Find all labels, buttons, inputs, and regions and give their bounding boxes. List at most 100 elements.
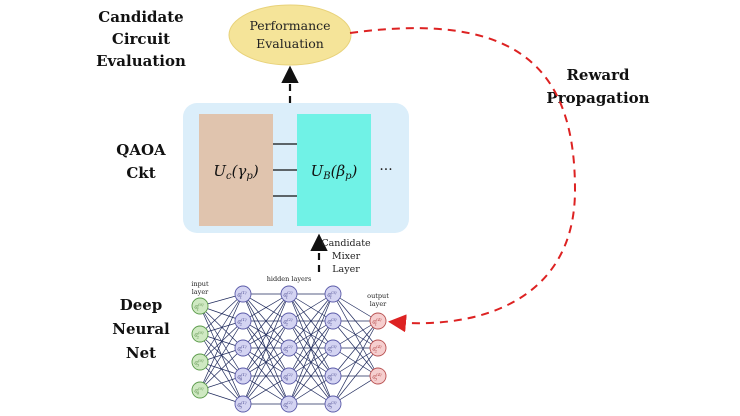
neuron-circle <box>280 339 298 357</box>
neuron-h2-5: a(2)5 <box>280 395 298 413</box>
neuron-circle <box>324 367 342 385</box>
performance-line: Evaluation <box>256 36 324 51</box>
neuron-label: a(1)4 <box>237 372 247 382</box>
neuron-h3-2: a(3)2 <box>324 312 342 330</box>
network-edge <box>242 320 290 405</box>
neuron-circle <box>324 395 342 413</box>
label-line: Net <box>126 344 156 362</box>
network-edge <box>288 293 334 405</box>
neuron-label: a(0)2 <box>194 330 204 340</box>
network-edge <box>288 347 334 405</box>
network-edge <box>332 293 379 322</box>
label-line: Propagation <box>546 89 649 107</box>
neuron-label: a(1)3 <box>237 344 247 354</box>
neuron-label: a(4)2 <box>372 344 382 354</box>
neuron-input-4: a(0)4 <box>191 381 209 399</box>
neuron-label: a(0)1 <box>194 302 204 312</box>
output-layer-label: layer <box>370 300 387 308</box>
neuron-circle <box>191 381 209 399</box>
network-edge <box>199 293 244 335</box>
qaoa-circuit: Uc(γp) UB(βp) ··· <box>183 103 409 233</box>
neuron-h2-1: a(2)1 <box>280 285 298 303</box>
mixer-line: Mixer <box>332 251 361 262</box>
neuron-label: a(2)4 <box>283 372 293 382</box>
neuron-circle <box>369 367 387 385</box>
network-edge <box>242 375 290 405</box>
neuron-label: a(0)3 <box>194 358 204 368</box>
neuron-circle <box>280 395 298 413</box>
label-line: Reward <box>566 66 630 84</box>
neuron-label: a(3)1 <box>327 290 337 300</box>
neuron-label: a(3)5 <box>327 400 337 410</box>
neuron-output-1: a(4)1 <box>369 312 387 330</box>
neuron-h2-4: a(2)4 <box>280 367 298 385</box>
neuron-circle <box>234 367 252 385</box>
network-edge <box>199 305 244 349</box>
network-nodes: a(0)1 a(0)2 a(0)3 a(0)4 a(1)1 a(1)2 a(1)3 a(1)4… <box>191 285 387 413</box>
performance-evaluation-node: Performance Evaluation <box>228 4 352 66</box>
neuron-circle <box>369 339 387 357</box>
neuron-h2-2: a(2)2 <box>280 312 298 330</box>
neuron-label: a(1)2 <box>237 317 247 327</box>
neuron-circle <box>191 353 209 371</box>
neuron-circle <box>234 285 252 303</box>
network-edge <box>332 375 379 405</box>
neuron-circle <box>280 285 298 303</box>
neuron-circle <box>234 339 252 357</box>
neuron-label: a(3)3 <box>327 344 337 354</box>
ub-gate <box>297 114 371 226</box>
input-layer-label: layer <box>192 288 209 296</box>
performance-ellipse <box>228 4 352 66</box>
label-deep-neural-net: Deep Neural Net <box>112 296 170 362</box>
network-edge <box>242 293 290 349</box>
neuron-output-2: a(4)2 <box>369 339 387 357</box>
neuron-h2-3: a(2)3 <box>280 339 298 357</box>
neuron-circle <box>280 312 298 330</box>
network-edge <box>288 293 334 322</box>
mixer-line: Candidate <box>321 238 371 249</box>
performance-line: Performance <box>249 18 330 33</box>
ellipsis: ··· <box>379 162 392 178</box>
neuron-label: a(4)1 <box>372 317 382 327</box>
neuron-h3-3: a(3)3 <box>324 339 342 357</box>
network-edge <box>332 320 379 405</box>
network-edge <box>242 347 290 405</box>
neuron-label: a(2)2 <box>283 317 293 327</box>
neuron-label: a(4)3 <box>372 372 382 382</box>
neuron-circle <box>191 297 209 315</box>
neuron-h3-5: a(3)5 <box>324 395 342 413</box>
neuron-h1-3: a(1)3 <box>234 339 252 357</box>
network-edge <box>332 347 379 405</box>
neuron-label: a(0)4 <box>194 386 204 396</box>
neuron-output-3: a(4)3 <box>369 367 387 385</box>
neuron-circle <box>234 312 252 330</box>
neuron-circle <box>280 367 298 385</box>
label-reward-propagation: Reward Propagation <box>546 66 649 107</box>
neuron-input-1: a(0)1 <box>191 297 209 315</box>
input-layer-label: input <box>191 280 209 288</box>
network-edge <box>199 293 244 391</box>
label-line: Evaluation <box>96 52 186 70</box>
neuron-h1-1: a(1)1 <box>234 285 252 303</box>
output-layer-label: output <box>367 292 389 300</box>
network-edge <box>332 320 379 377</box>
label-line: Neural <box>112 320 170 338</box>
neuron-label: a(2)1 <box>283 290 293 300</box>
network-edge <box>288 293 334 377</box>
neuron-h1-5: a(1)5 <box>234 395 252 413</box>
network-edge <box>288 375 334 405</box>
label-line: Candidate <box>98 8 183 26</box>
label-line: Ckt <box>126 164 155 182</box>
neuron-circle <box>234 395 252 413</box>
mixer-line: Layer <box>332 264 360 275</box>
network-edge <box>199 347 244 391</box>
uc-label: Uc(γp) <box>213 162 259 182</box>
neuron-circle <box>324 285 342 303</box>
network-edge <box>332 320 379 349</box>
neuron-h3-4: a(3)4 <box>324 367 342 385</box>
neuron-circle <box>324 312 342 330</box>
neuron-label: a(1)5 <box>237 400 247 410</box>
network-edge <box>242 293 290 405</box>
reward-propagation-arrow <box>349 27 577 333</box>
